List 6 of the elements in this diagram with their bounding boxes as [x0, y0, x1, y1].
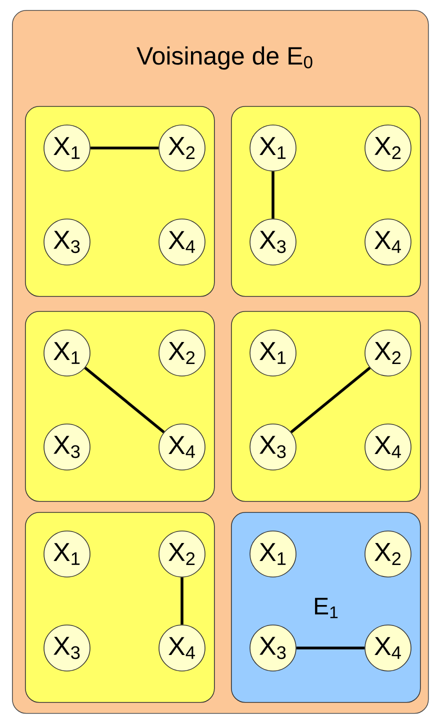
- edge-line: [90, 146, 159, 150]
- edge-line: [296, 646, 365, 650]
- edge-line: [180, 577, 184, 625]
- edge-line: [272, 171, 274, 219]
- edge-line: [84, 366, 165, 434]
- edge-line: [290, 366, 371, 434]
